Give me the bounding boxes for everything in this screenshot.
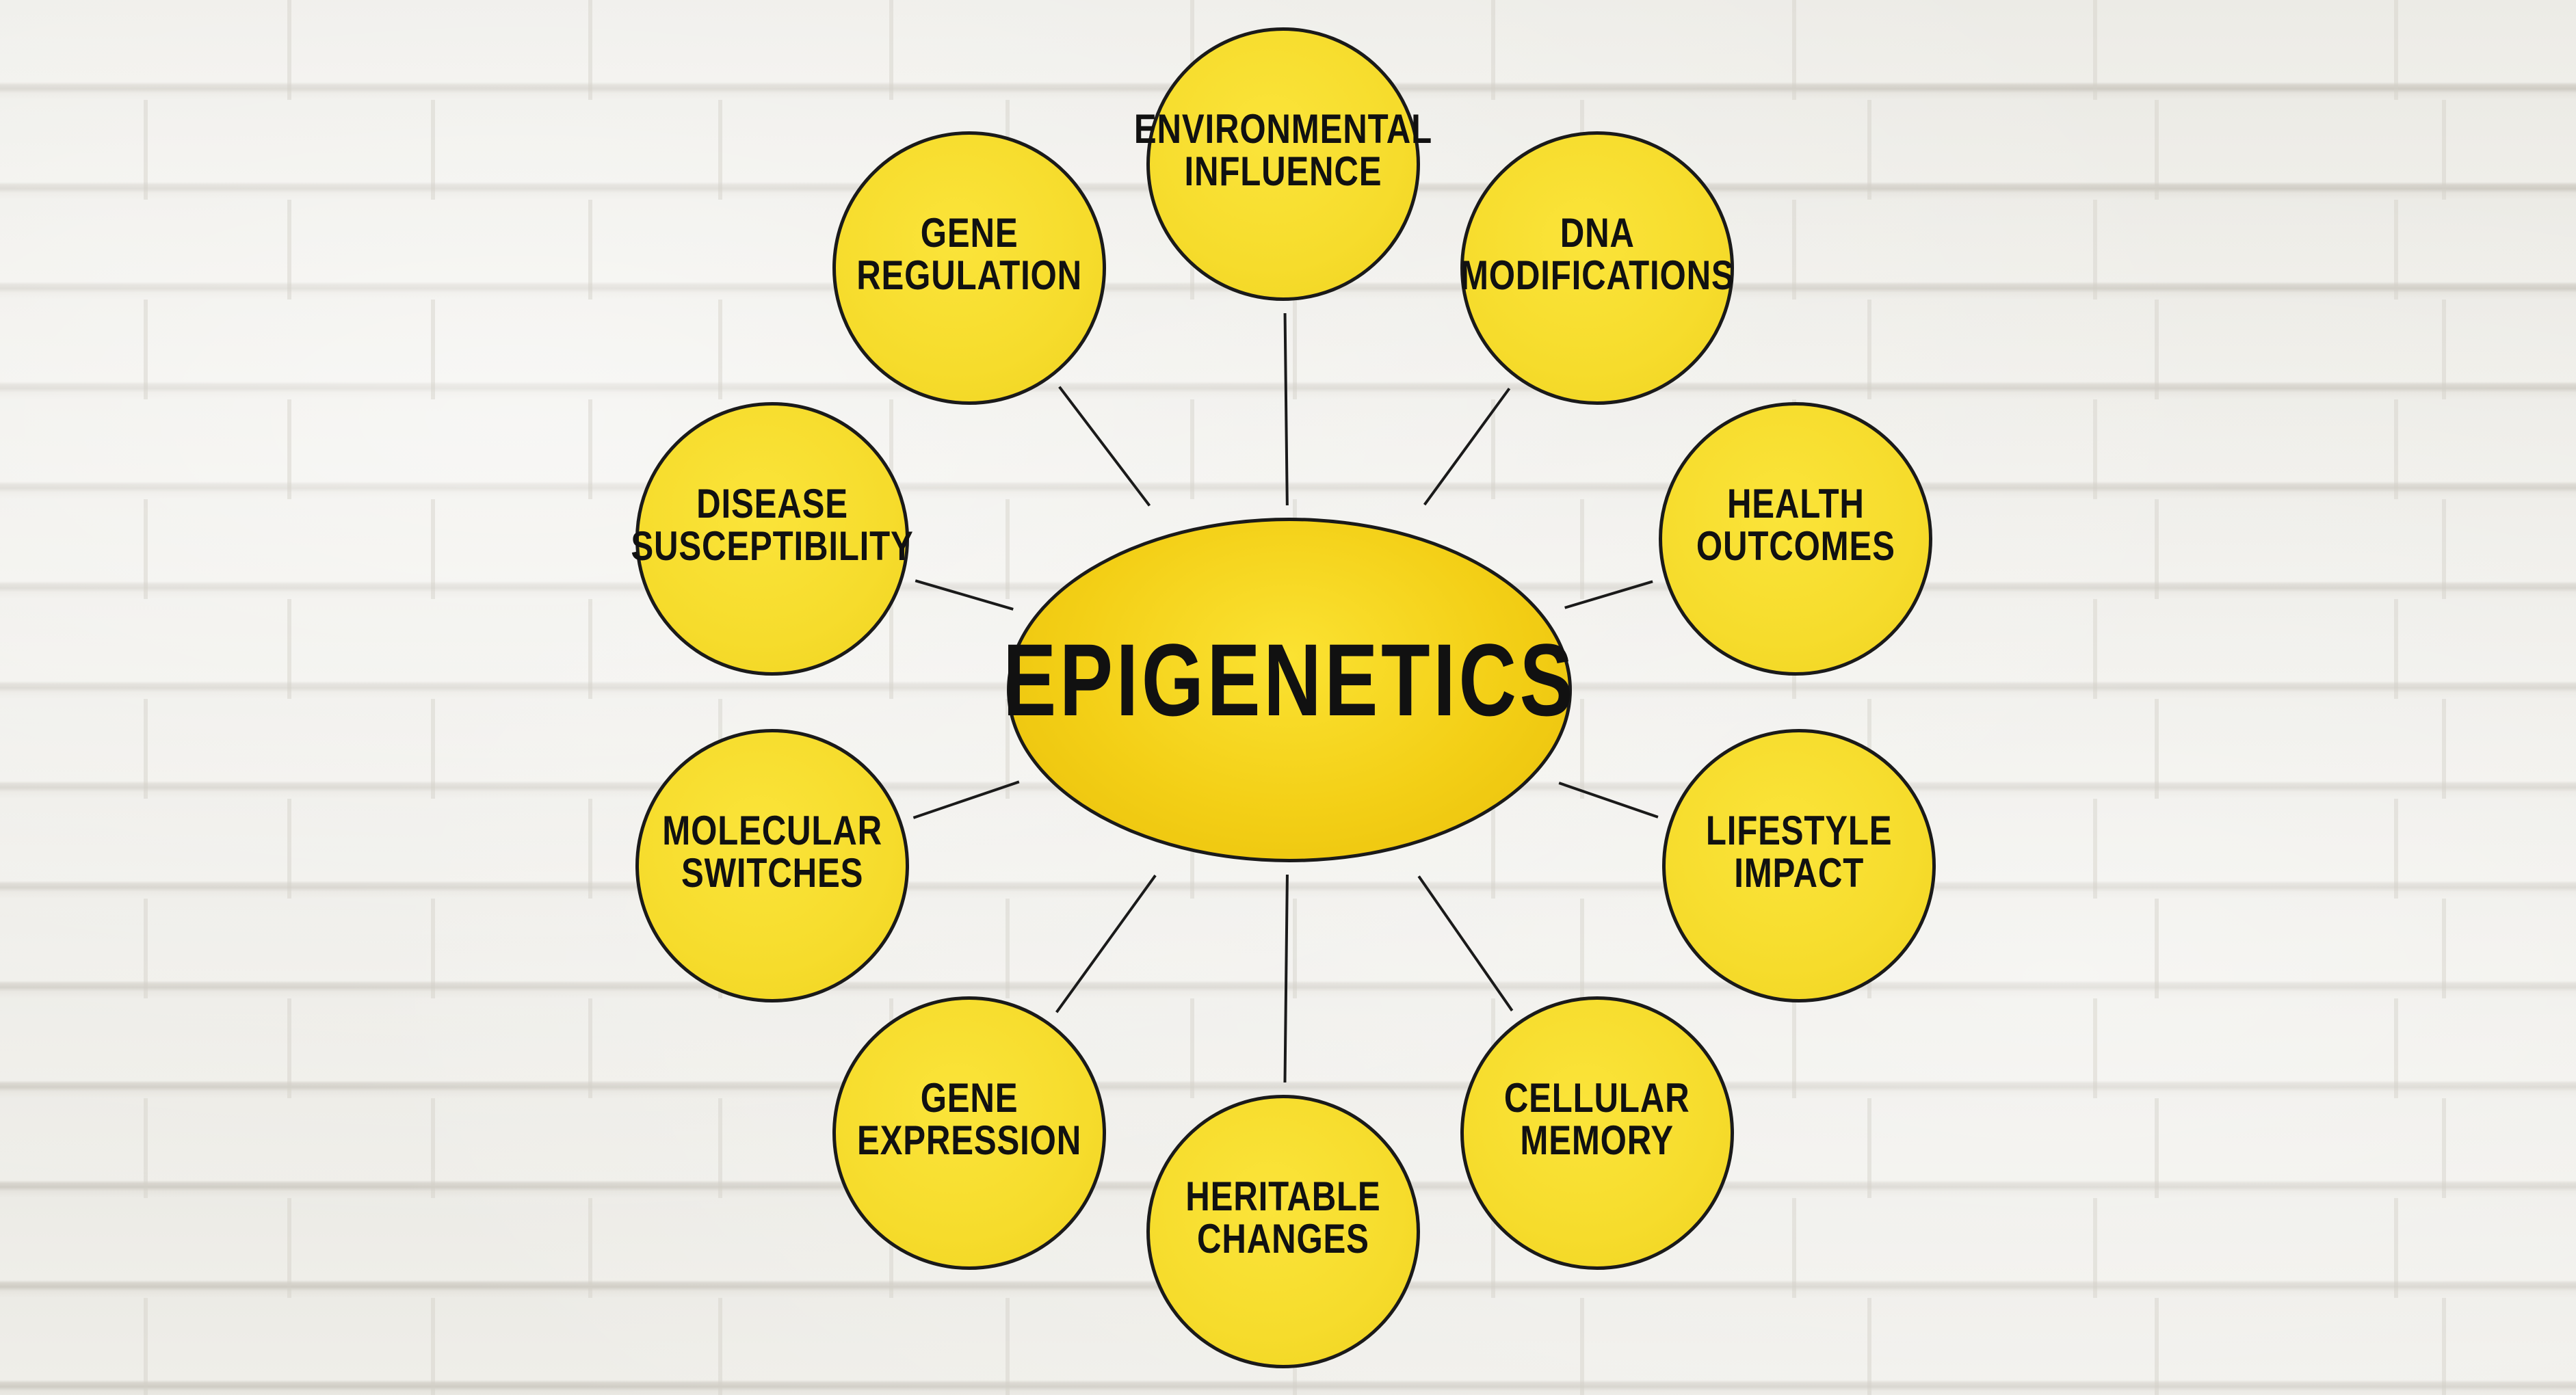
node-label: HEALTH OUTCOMES xyxy=(1696,481,1895,569)
node-heritable-changes: HERITABLE CHANGES xyxy=(1146,1095,1420,1368)
node-lifestyle-impact: LIFESTYLE IMPACT xyxy=(1662,729,1936,1002)
center-node-epigenetics: EPIGENETICS xyxy=(1003,518,1573,862)
node-label: HERITABLE CHANGES xyxy=(1185,1173,1381,1262)
connector-line xyxy=(1417,875,1514,1012)
connector-line xyxy=(912,780,1020,819)
node-label: GENE REGULATION xyxy=(856,210,1082,298)
connector-line xyxy=(1283,313,1289,506)
node-cellular-memory: CELLULAR MEMORY xyxy=(1460,996,1734,1270)
center-title: EPIGENETICS xyxy=(1002,622,1577,737)
node-health-outcomes: HEALTH OUTCOMES xyxy=(1659,402,1932,676)
node-gene-regulation: GENE REGULATION xyxy=(832,131,1106,405)
node-label: GENE EXPRESSION xyxy=(856,1075,1082,1163)
connector-line xyxy=(1283,874,1289,1083)
node-environmental-influence: ENVIRONMENTAL INFLUENCE xyxy=(1134,27,1432,301)
node-dna-modifications: DNA MODIFICATIONS xyxy=(1460,131,1734,405)
connector-line xyxy=(1423,387,1511,506)
node-label: ENVIRONMENTAL INFLUENCE xyxy=(1133,106,1433,194)
connector-line xyxy=(1564,580,1653,609)
node-label: LIFESTYLE IMPACT xyxy=(1705,808,1893,896)
connector-line xyxy=(915,579,1014,611)
node-gene-expression: GENE EXPRESSION xyxy=(832,996,1106,1270)
node-molecular-switches: MOLECULAR SWITCHES xyxy=(635,729,909,1002)
connector-line xyxy=(1055,875,1157,1013)
connector-line xyxy=(1058,386,1151,507)
node-label: CELLULAR MEMORY xyxy=(1504,1075,1690,1163)
node-label: DNA MODIFICATIONS xyxy=(1460,210,1735,298)
node-label: MOLECULAR SWITCHES xyxy=(662,808,882,896)
node-disease-susceptibility: DISEASE SUSCEPTIBILITY xyxy=(631,402,913,676)
node-label: DISEASE SUSCEPTIBILITY xyxy=(631,481,914,569)
connector-line xyxy=(1558,782,1659,819)
